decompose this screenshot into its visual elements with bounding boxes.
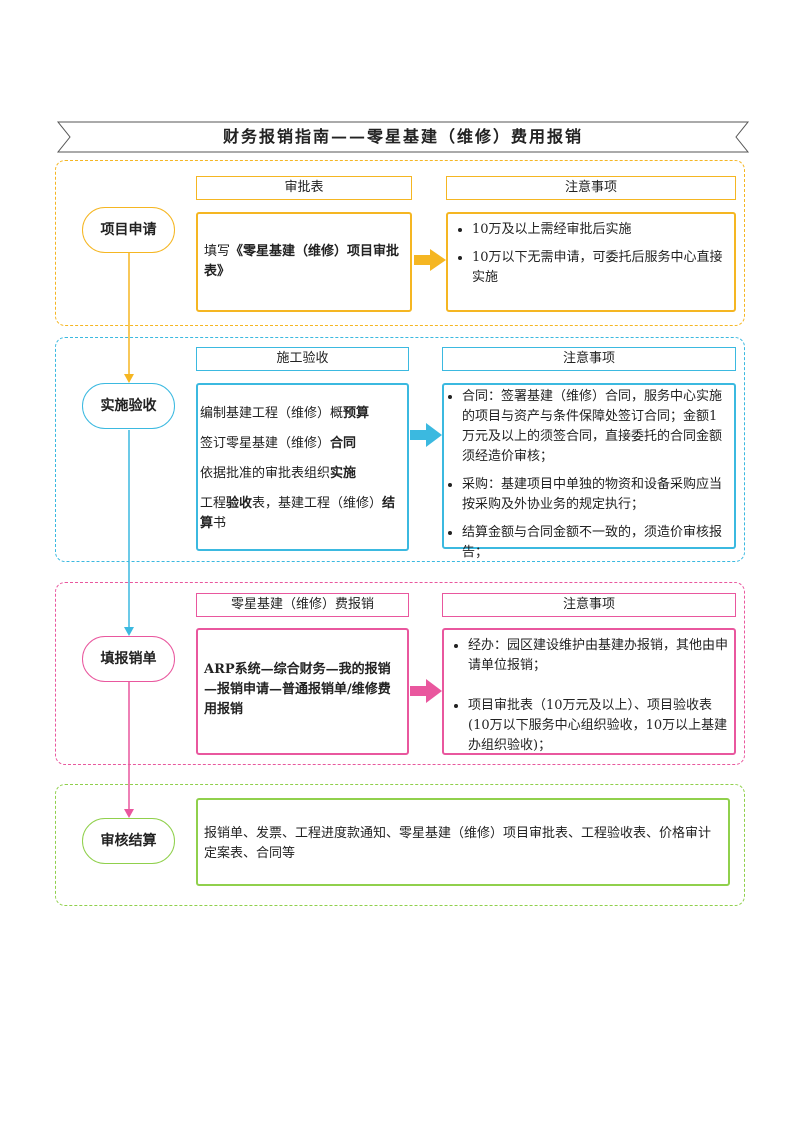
note: 10万及以上需经审批后实施 (472, 220, 728, 240)
arrow-right-2 (410, 423, 442, 447)
note: 项目审批表（10万元及以上）、项目验收表(10万以下服务中心组织验收，10万以上… (468, 696, 728, 756)
line: 编制基建工程（维修）概预算 (200, 406, 370, 421)
note: 采购：基建项目中单独的物资和设备采购应当按采购及外协业务的规定执行； (462, 475, 730, 515)
step-implementation: 实施验收 (82, 383, 175, 429)
note: 结算金额与合同金额不一致的，须造价审核报告； (462, 523, 730, 563)
line: 签订零星基建（维修）合同 (200, 436, 357, 451)
header-notes: 注意事项 (442, 593, 736, 617)
arp-path-box: ARP系统—综合财务—我的报销—报销申请—普通报销单/维修费用报销 (196, 628, 409, 755)
step-project-application: 项目申请 (82, 207, 175, 253)
section-implementation (55, 337, 745, 562)
header-notes: 注意事项 (446, 176, 736, 200)
step-reimbursement-form: 填报销单 (82, 636, 175, 682)
header-notes: 注意事项 (442, 347, 736, 371)
text: 填写 (204, 244, 231, 259)
flow-arrowhead-3 (124, 809, 134, 818)
page-title: 财务报销指南——零星基建（维修）费用报销 (222, 127, 583, 146)
required-documents-box: 报销单、发票、工程进度款通知、零星基建（维修）项目审批表、工程验收表、价格审计定… (196, 798, 730, 886)
notes-box: 10万及以上需经审批后实施 10万以下无需申请，可委托后服务中心直接实施 (446, 212, 736, 312)
header-approval-form: 审批表 (196, 176, 412, 200)
line: 依据批准的审批表组织实施 (200, 466, 357, 481)
note: 合同：签署基建（维修）合同，服务中心实施的项目与资产与条件保障处签订合同；金额1… (462, 387, 730, 467)
line: 工程验收表，基建工程（维修）结算书 (200, 496, 396, 531)
note: 经办：园区建设维护由基建办报销，其他由申请单位报销； (468, 636, 728, 676)
arrow-right-1 (414, 249, 446, 271)
flow-arrowhead-2 (124, 627, 134, 636)
section-audit-settlement (55, 784, 745, 906)
approval-form-box: 填写《零星基建（维修）项目审批表》 (196, 212, 412, 312)
note: 10万以下无需申请，可委托后服务中心直接实施 (472, 248, 728, 288)
notes-box: 经办：园区建设维护由基建办报销，其他由申请单位报销； 项目审批表（10万元及以上）… (442, 628, 736, 755)
header-reimbursement: 零星基建（维修）费报销 (196, 593, 409, 617)
title-banner-shape (56, 121, 750, 153)
arrow-right-3 (410, 679, 442, 703)
section-reimbursement-form (55, 582, 745, 765)
step-audit-settlement: 审核结算 (82, 818, 175, 864)
construction-box: 编制基建工程（维修）概预算 签订零星基建（维修）合同 依据批准的审批表组织实施 … (196, 383, 409, 551)
flow-arrowhead-1 (124, 374, 134, 383)
header-construction-acceptance: 施工验收 (196, 347, 409, 371)
form-name: 《零星基建（维修）项目审批表》 (204, 244, 400, 279)
section-project-application (55, 160, 745, 326)
notes-box: 合同：签署基建（维修）合同，服务中心实施的项目与资产与条件保障处签订合同；金额1… (442, 383, 736, 560)
